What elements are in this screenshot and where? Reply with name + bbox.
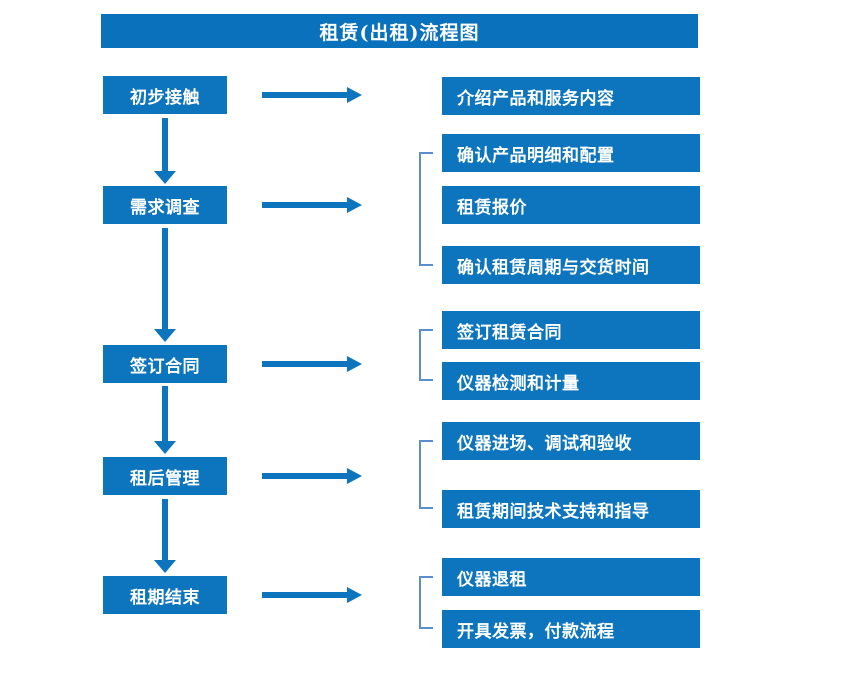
detail-box-仪器进场调试和验收[interactable]: 仪器进场、调试和验收 [442, 422, 700, 460]
arrow-head [347, 87, 362, 103]
arrow-head [154, 560, 176, 573]
right-arrow-stage5 [262, 584, 362, 606]
stage-box-初步接触[interactable]: 初步接触 [103, 76, 227, 114]
arrow-head [154, 441, 176, 454]
arrow-head [347, 587, 362, 603]
right-arrow-stage2 [262, 194, 362, 216]
arrow-shaft [262, 473, 348, 479]
stage-box-租期结束[interactable]: 租期结束 [103, 576, 227, 614]
detail-box-开具发票付款流程[interactable]: 开具发票，付款流程 [442, 610, 700, 648]
detail-box-签订租赁合同[interactable]: 签订租赁合同 [442, 311, 700, 349]
detail-box-确认产品明细和配置[interactable]: 确认产品明细和配置 [442, 134, 700, 172]
group-bracket-租期结束 [419, 576, 433, 629]
arrow-shaft [162, 118, 168, 171]
arrow-head [347, 356, 362, 372]
arrow-shaft [162, 386, 168, 441]
arrow-head [347, 468, 362, 484]
down-arrow-stage2-to-stage3 [154, 228, 176, 342]
arrow-shaft [162, 228, 168, 329]
detail-box-租赁期间技术支持和指导[interactable]: 租赁期间技术支持和指导 [442, 490, 700, 528]
stage-box-签订合同[interactable]: 签订合同 [103, 345, 227, 383]
group-bracket-签订合同 [419, 329, 433, 381]
right-arrow-stage3 [262, 353, 362, 375]
group-bracket-需求调查 [419, 152, 433, 266]
right-arrow-stage1 [262, 84, 362, 106]
arrow-shaft [262, 592, 348, 598]
arrow-head [154, 171, 176, 184]
right-arrow-stage4 [262, 465, 362, 487]
stage-box-需求调查[interactable]: 需求调查 [103, 186, 227, 224]
arrow-shaft [262, 361, 348, 367]
arrow-head [154, 329, 176, 342]
down-arrow-stage4-to-stage5 [154, 499, 176, 573]
arrow-shaft [262, 202, 348, 208]
arrow-shaft [162, 499, 168, 560]
arrow-head [347, 197, 362, 213]
group-bracket-租后管理 [419, 440, 433, 509]
detail-box-仪器退租[interactable]: 仪器退租 [442, 558, 700, 596]
detail-box-仪器检测和计量[interactable]: 仪器检测和计量 [442, 362, 700, 400]
detail-box-介绍产品和服务内容[interactable]: 介绍产品和服务内容 [442, 77, 700, 115]
stage-box-租后管理[interactable]: 租后管理 [103, 457, 227, 495]
diagram-title: 租赁(出租)流程图 [101, 14, 698, 48]
down-arrow-stage3-to-stage4 [154, 386, 176, 454]
detail-box-确认租赁周期与交货时间[interactable]: 确认租赁周期与交货时间 [442, 246, 700, 284]
down-arrow-stage1-to-stage2 [154, 118, 176, 184]
arrow-shaft [262, 92, 348, 98]
detail-box-租赁报价[interactable]: 租赁报价 [442, 186, 700, 224]
